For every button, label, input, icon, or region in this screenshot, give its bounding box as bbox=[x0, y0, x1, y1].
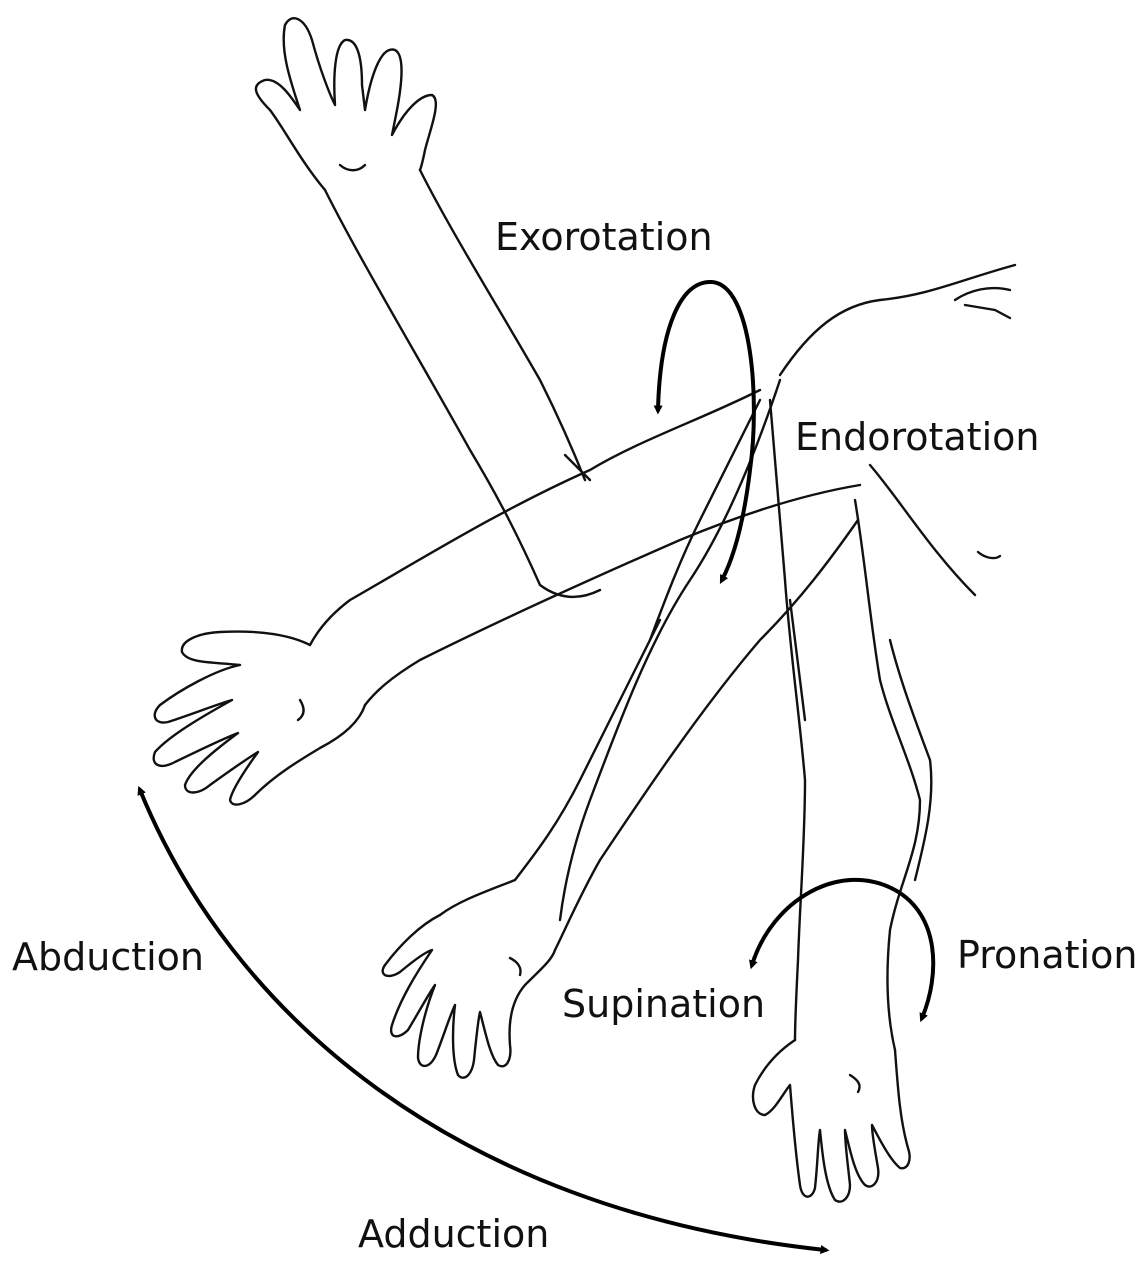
label-endorotation: Endorotation bbox=[795, 415, 1039, 459]
rotation-arrow bbox=[658, 282, 754, 580]
label-supination: Supination bbox=[562, 982, 765, 1026]
label-adduction: Adduction bbox=[358, 1212, 549, 1256]
raised-arm bbox=[256, 18, 600, 597]
forward-arm bbox=[383, 380, 858, 1078]
adducted-arm bbox=[753, 400, 931, 1202]
label-pronation: Pronation bbox=[957, 933, 1137, 977]
label-abduction: Abduction bbox=[12, 935, 204, 979]
forearm-rotation-arrow bbox=[752, 880, 933, 1018]
label-exorotation: Exorotation bbox=[495, 215, 713, 259]
